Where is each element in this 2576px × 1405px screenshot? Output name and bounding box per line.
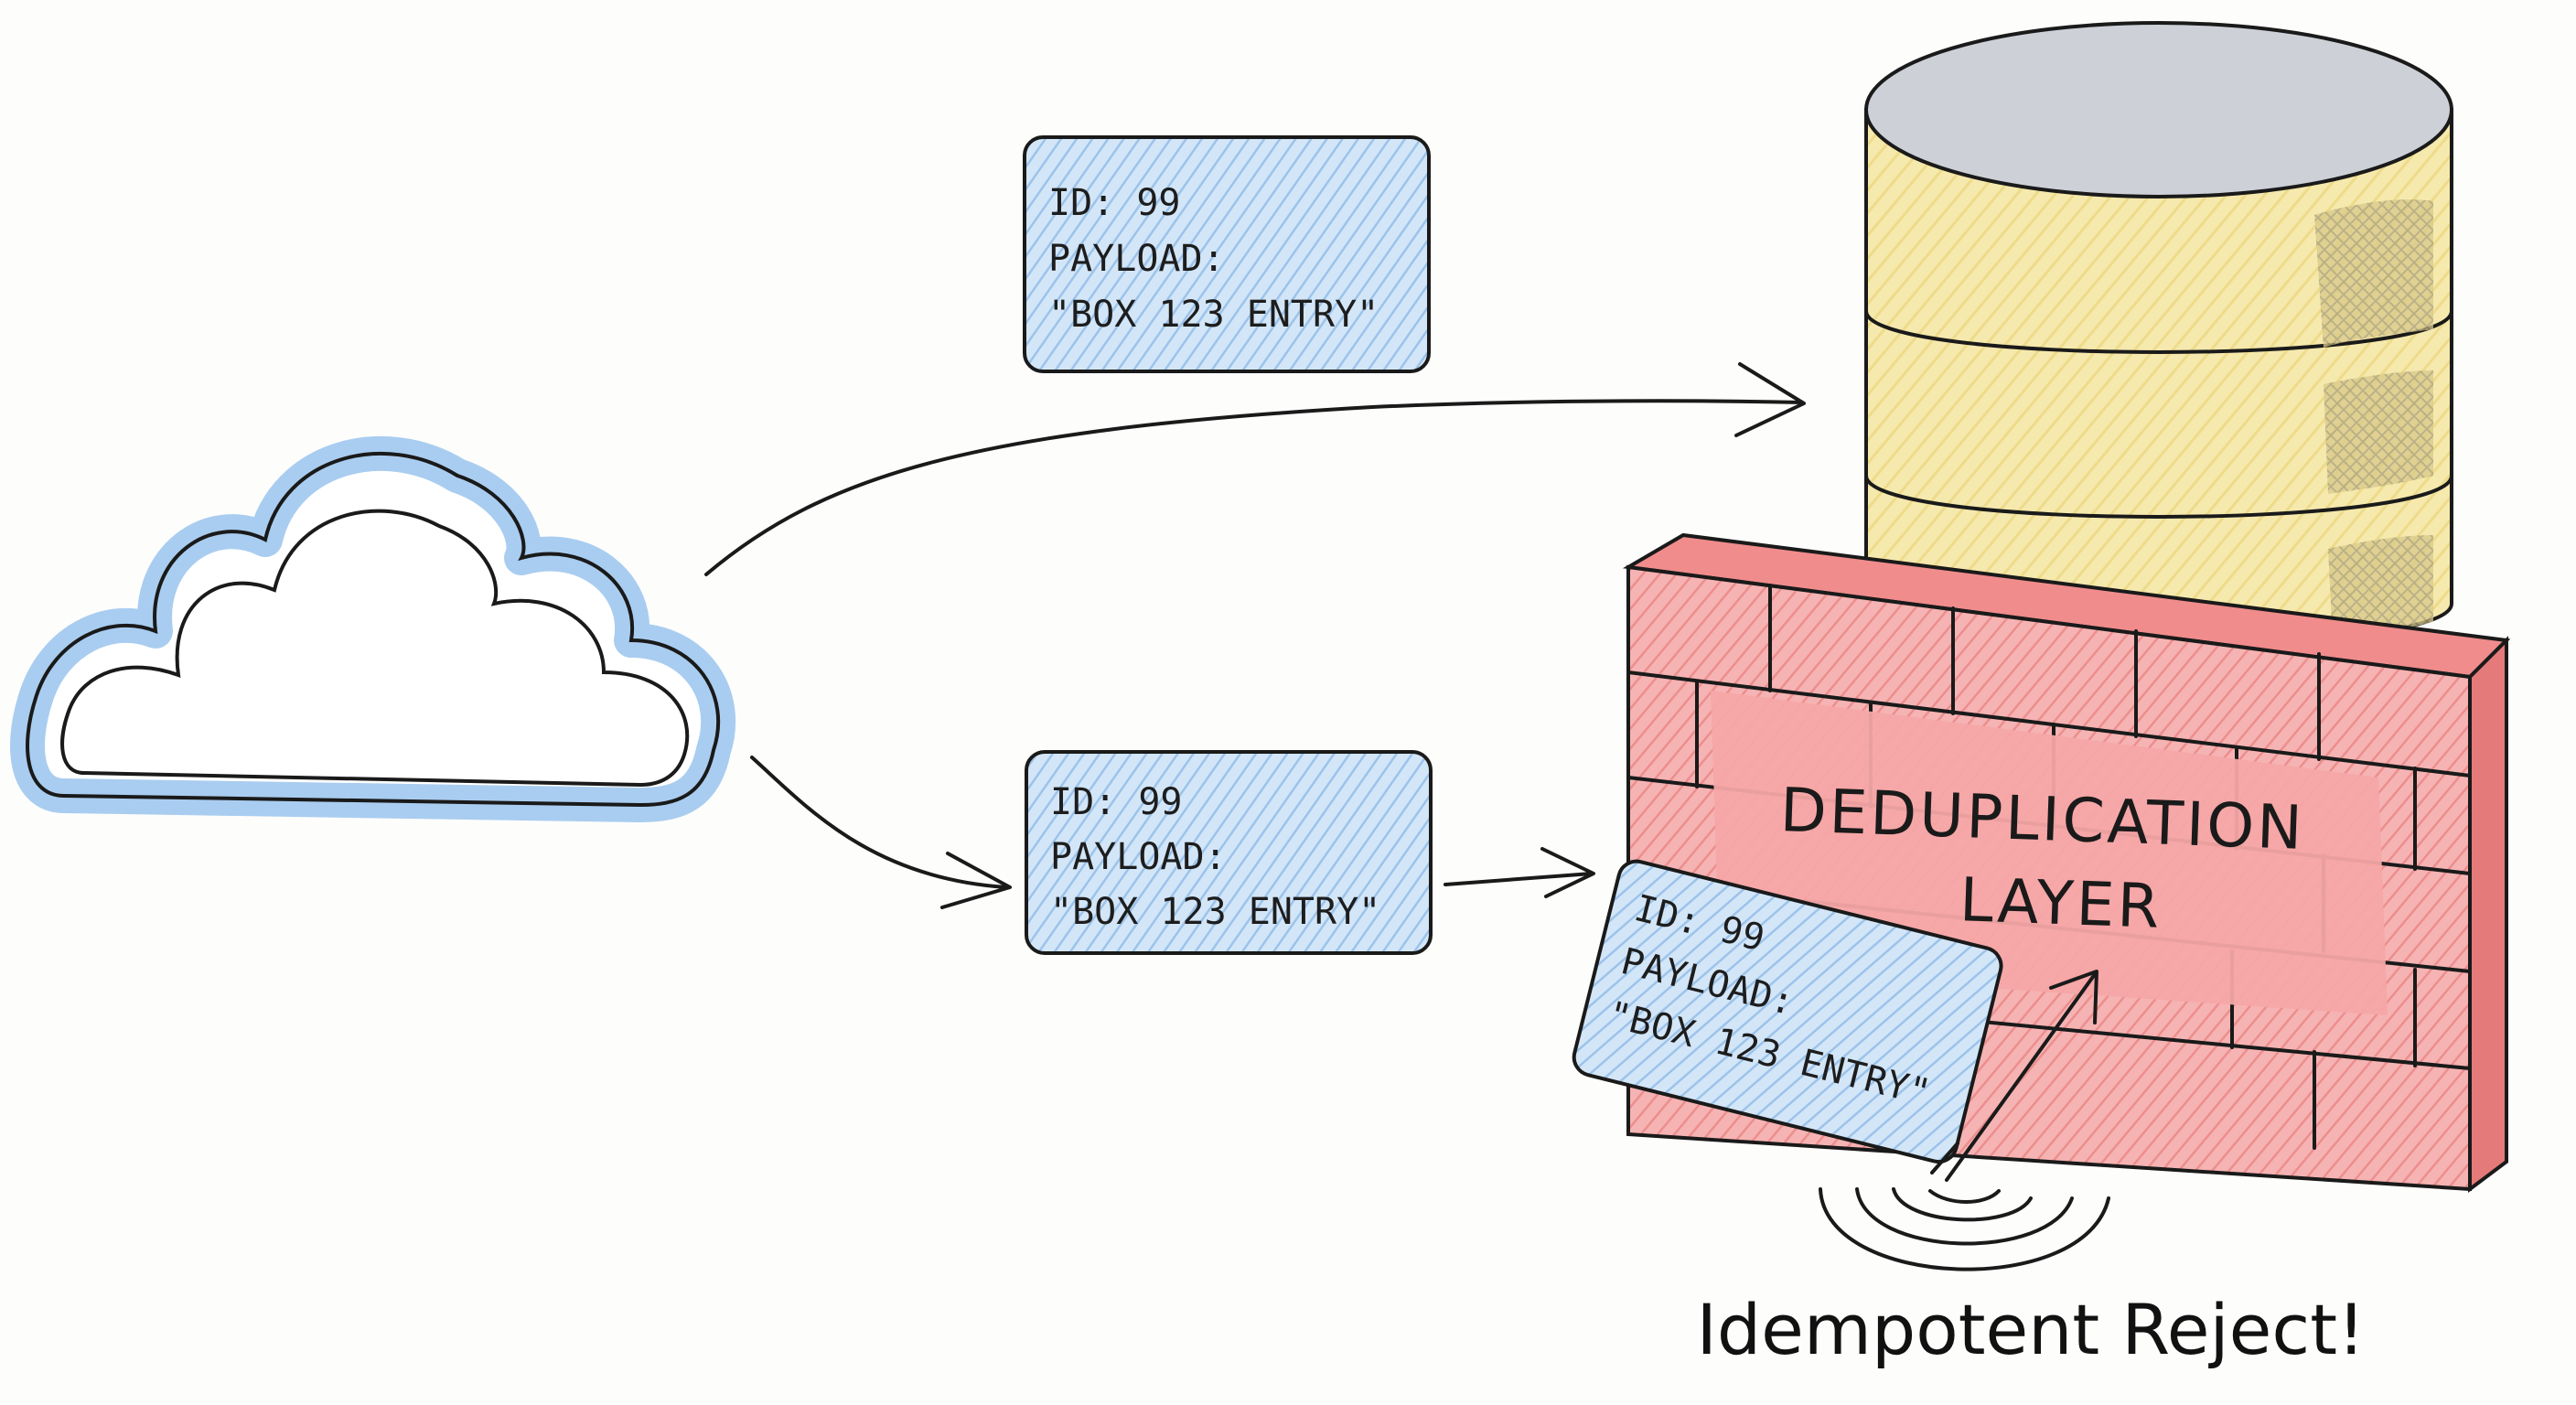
rejected-message-card: ID: 99 PAYLOAD: "BOX 123 ENTRY"	[1572, 859, 2003, 1164]
bounce-arrow	[1930, 970, 2098, 1182]
to-wall-arrow	[1444, 847, 1595, 898]
card-payload-value: "BOX 123 ENTRY"	[1050, 891, 1380, 933]
message-card-lower: ID: 99 PAYLOAD: "BOX 123 ENTRY"	[1025, 750, 1433, 955]
wall-label-line2: LAYER	[1959, 864, 2163, 942]
card-payload-value: "BOX 123 ENTRY"	[1048, 294, 1379, 336]
database-icon	[1864, 21, 2453, 647]
upper-arrow	[704, 362, 1806, 576]
message-card-upper: ID: 99 PAYLOAD: "BOX 123 ENTRY"	[1023, 135, 1431, 373]
reject-caption: Idempotent Reject!	[1697, 1289, 2366, 1370]
card-id-text: ID: 99	[1050, 781, 1183, 823]
card-payload-label: PAYLOAD:	[1050, 836, 1227, 878]
impact-ripple	[1819, 1187, 2110, 1271]
card-payload-label: PAYLOAD:	[1048, 238, 1225, 280]
lower-arrow	[750, 756, 1012, 909]
cloud-icon	[10, 435, 736, 822]
card-id-text: ID: 99	[1048, 182, 1181, 224]
